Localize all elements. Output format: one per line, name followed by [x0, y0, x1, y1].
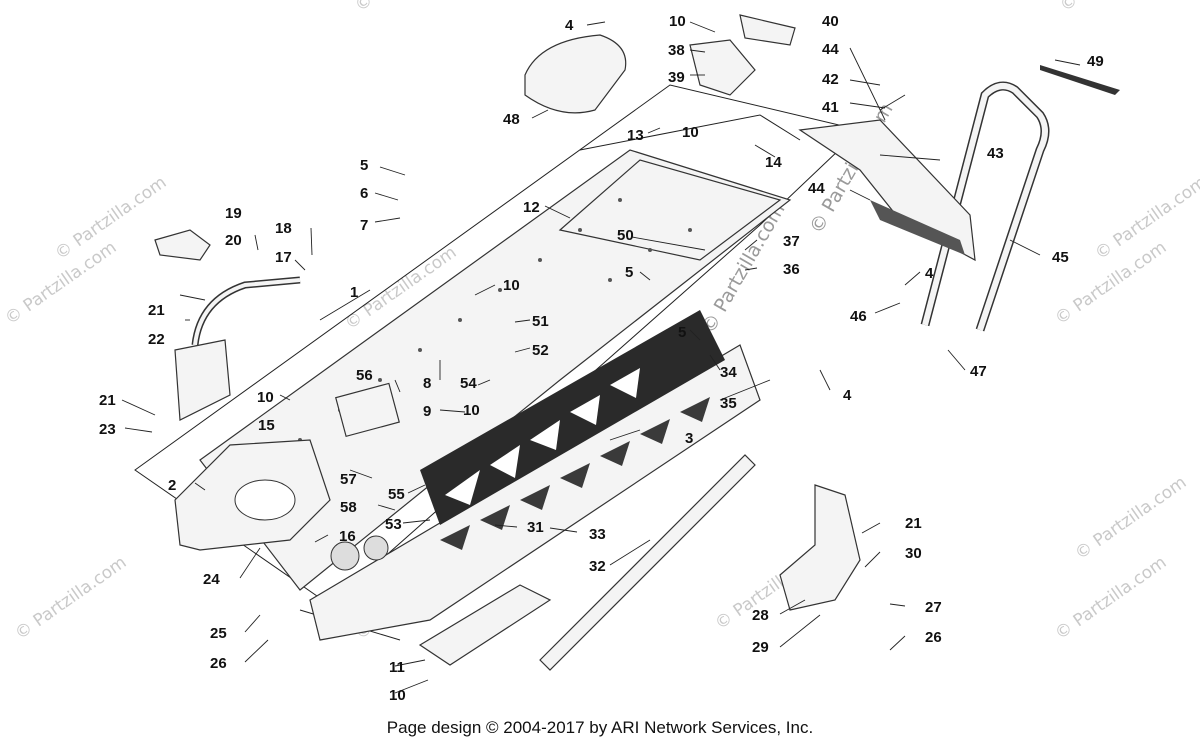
- callout-18: 18: [275, 220, 292, 237]
- seat-part: [524, 34, 627, 114]
- callout-58: 58: [340, 499, 357, 516]
- rail-part: [539, 454, 756, 671]
- callout-44: 44: [822, 41, 839, 58]
- snowflap-part: [798, 119, 976, 262]
- watermark: © Partzilla.com: [1056, 0, 1175, 16]
- callout-26: 26: [210, 655, 227, 672]
- callout-34: 34: [720, 364, 737, 381]
- callout-50: 50: [617, 227, 634, 244]
- callout-4: 4: [843, 387, 852, 404]
- rear-bumper-part: [920, 81, 1050, 332]
- handle-part: [191, 276, 301, 346]
- footrest-part: [779, 484, 861, 611]
- callout-19: 19: [225, 205, 242, 222]
- callout-12: 12: [523, 199, 540, 216]
- callout-10: 10: [682, 124, 699, 141]
- control-module-part: [335, 382, 400, 438]
- callout-36: 36: [783, 261, 800, 278]
- callout-48: 48: [503, 111, 520, 128]
- callout-37: 37: [783, 233, 800, 250]
- callout-53: 53: [385, 516, 402, 533]
- callout-30: 30: [905, 545, 922, 562]
- callout-5: 5: [625, 264, 633, 281]
- callout-25: 25: [210, 625, 227, 642]
- callout-3: 3: [685, 430, 693, 447]
- callout-21: 21: [148, 302, 165, 319]
- callout-4: 4: [565, 17, 574, 34]
- callout-4: 4: [925, 265, 934, 282]
- callout-52: 52: [532, 342, 549, 359]
- callout-43: 43: [987, 145, 1004, 162]
- callout-51: 51: [532, 313, 549, 330]
- callout-7: 7: [360, 217, 368, 234]
- callout-21: 21: [99, 392, 116, 409]
- callout-10: 10: [257, 389, 274, 406]
- bulkhead-part: [174, 439, 331, 551]
- callout-33: 33: [589, 526, 606, 543]
- callout-10: 10: [503, 277, 520, 294]
- callout-23: 23: [99, 421, 116, 438]
- callout-10: 10: [463, 402, 480, 419]
- callout-20: 20: [225, 232, 242, 249]
- watermark: © Partzilla.com: [1051, 552, 1170, 644]
- callout-29: 29: [752, 639, 769, 656]
- callout-47: 47: [970, 363, 987, 380]
- callout-6: 6: [360, 185, 368, 202]
- callout-55: 55: [388, 486, 405, 503]
- callout-44: 44: [808, 180, 825, 197]
- callout-26: 26: [925, 629, 942, 646]
- callout-57: 57: [340, 471, 357, 488]
- callout-11: 11: [389, 659, 405, 676]
- bracket-part: [689, 14, 796, 96]
- watermark: © Partzilla.com: [1071, 472, 1190, 564]
- tunnel-part: [199, 149, 792, 591]
- callout-32: 32: [589, 558, 606, 575]
- watermark: © Partzilla.com: [351, 0, 470, 16]
- callout-14: 14: [765, 154, 782, 171]
- mount-bar-part: [1040, 65, 1120, 95]
- callout-41: 41: [822, 99, 839, 116]
- callout-54: 54: [460, 375, 477, 392]
- callout-10: 10: [669, 13, 686, 30]
- callout-39: 39: [668, 69, 685, 86]
- callout-46: 46: [850, 308, 867, 325]
- callout-2: 2: [168, 477, 176, 494]
- leader-lines: [121, 21, 1081, 694]
- callout-10: 10: [389, 687, 406, 704]
- callout-22: 22: [148, 331, 165, 348]
- callout-21: 21: [905, 515, 922, 532]
- callout-1: 1: [350, 284, 358, 301]
- callouts: 1 2 3 4 4 4 5 5 5 6 7 8 9 10 10 10 10 10…: [99, 13, 1104, 704]
- callout-17: 17: [275, 249, 292, 266]
- callout-15: 15: [258, 417, 275, 434]
- callout-35: 35: [720, 395, 737, 412]
- callout-27: 27: [925, 599, 942, 616]
- callout-24: 24: [203, 571, 220, 588]
- callout-38: 38: [668, 42, 685, 59]
- watermark: © Partzilla.com: [11, 552, 130, 644]
- callout-16: 16: [339, 528, 356, 545]
- page-footer: Page design © 2004-2017 by ARI Network S…: [386, 718, 814, 737]
- callout-28: 28: [752, 607, 769, 624]
- skid-plate-part: [418, 584, 552, 666]
- callout-8: 8: [423, 375, 431, 392]
- callout-49: 49: [1087, 53, 1104, 70]
- callout-56: 56: [356, 367, 373, 384]
- callout-42: 42: [822, 71, 839, 88]
- callout-45: 45: [1052, 249, 1069, 266]
- callout-9: 9: [423, 403, 431, 420]
- grille-part: [174, 339, 231, 421]
- callout-40: 40: [822, 13, 839, 30]
- callout-5: 5: [360, 157, 368, 174]
- side-panel-part: [309, 310, 761, 641]
- callout-13: 13: [627, 127, 644, 144]
- callout-5: 5: [678, 324, 686, 341]
- cover-part: [154, 229, 211, 261]
- callout-31: 31: [527, 519, 544, 536]
